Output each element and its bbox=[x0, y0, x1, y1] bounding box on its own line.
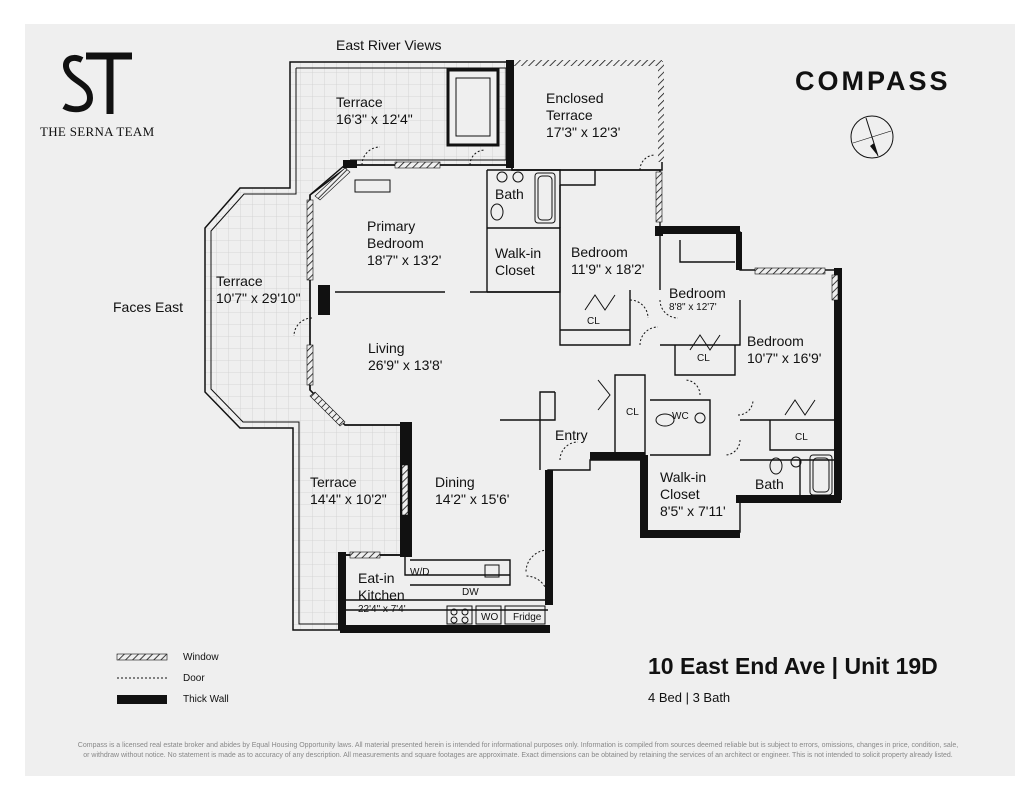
dishwasher-label: DW bbox=[462, 587, 479, 598]
room-name: Dining bbox=[435, 474, 475, 490]
room-name-line2: Closet bbox=[495, 262, 535, 278]
room-bedroom-3: Bedroom 8'8" x 12'7' bbox=[669, 285, 726, 314]
room-name: Eat-in bbox=[358, 570, 395, 586]
closet-label-bedroom-2: CL bbox=[587, 316, 600, 327]
team-name: THE SERNA TEAM bbox=[40, 124, 155, 139]
wc-label: WC bbox=[672, 411, 689, 422]
room-name: Terrace bbox=[336, 94, 383, 110]
room-name-line2: Bedroom bbox=[367, 235, 424, 251]
room-name: Primary bbox=[367, 218, 416, 234]
room-dimensions: 10'7" x 16'9' bbox=[747, 350, 822, 366]
compass-rose-icon bbox=[850, 115, 894, 159]
room-dimensions: 14'2" x 15'6' bbox=[435, 491, 510, 507]
room-dimensions: 17'3" x 12'3' bbox=[546, 124, 621, 140]
legend-thick-wall-label: Thick Wall bbox=[183, 694, 229, 705]
listing-address: 10 East End Ave | Unit 19D bbox=[648, 653, 938, 679]
disclaimer: Compass is a licensed real estate broker… bbox=[70, 741, 966, 761]
faces-east-label: Faces East bbox=[113, 299, 184, 315]
east-river-views-label: East River Views bbox=[336, 37, 442, 53]
room-name: Living bbox=[368, 340, 405, 356]
room-dimensions: 18'7" x 13'2' bbox=[367, 252, 442, 268]
room-name: Terrace bbox=[216, 273, 263, 289]
compass-brand-logo: COMPASS bbox=[795, 66, 951, 96]
room-bath-2: Bath bbox=[755, 476, 784, 492]
room-bedroom-4: Bedroom 10'7" x 16'9' bbox=[747, 333, 821, 367]
room-walkin-closet-primary: Walk-in Closet bbox=[495, 245, 541, 279]
legend-window-swatch bbox=[116, 653, 168, 661]
room-kitchen: Eat-in Kitchen 22'4" x 7'4' bbox=[358, 570, 406, 616]
terrace-area bbox=[204, 61, 513, 631]
room-bath-primary: Bath bbox=[495, 186, 524, 202]
room-enclosed-terrace: Enclosed Terrace 17'3" x 12'3' bbox=[546, 90, 620, 141]
room-dimensions: 11'9" x 18'2' bbox=[571, 261, 645, 277]
room-name: Enclosed bbox=[546, 90, 604, 106]
room-terrace-east: Terrace 10'7" x 29'10" bbox=[216, 273, 301, 307]
legend-door-label: Door bbox=[183, 673, 205, 684]
room-bedroom-2: Bedroom 11'9" x 18'2' bbox=[571, 244, 644, 278]
room-primary-bedroom: Primary Bedroom 18'7" x 13'2' bbox=[367, 218, 441, 269]
room-name-line2: Kitchen bbox=[358, 587, 405, 603]
room-dimensions: 8'5" x 7'11' bbox=[660, 503, 726, 519]
room-entry: Entry bbox=[555, 427, 588, 443]
room-name-line2: Closet bbox=[660, 486, 700, 502]
fridge-label: Fridge bbox=[513, 612, 542, 623]
room-terrace-north: Terrace 16'3" x 12'4" bbox=[336, 94, 413, 128]
room-dimensions: 10'7" x 29'10" bbox=[216, 290, 301, 306]
listing-beds-baths: 4 Bed | 3 Bath bbox=[648, 690, 731, 705]
washer-dryer-label: W/D bbox=[410, 567, 430, 578]
room-dimensions: 16'3" x 12'4" bbox=[336, 111, 413, 127]
legend-thick-wall-swatch bbox=[117, 695, 167, 704]
serna-team-logo-icon bbox=[62, 52, 132, 114]
closet-label-bedroom-4: CL bbox=[795, 432, 808, 443]
room-name: Walk-in bbox=[495, 245, 542, 261]
room-name-line2: Terrace bbox=[546, 107, 593, 123]
closet-label-entry: CL bbox=[626, 407, 639, 418]
room-name: Terrace bbox=[310, 474, 357, 490]
room-dining: Dining 14'2" x 15'6' bbox=[435, 474, 509, 508]
legend-window-label: Window bbox=[183, 652, 219, 663]
room-walkin-closet-2: Walk-in Closet 8'5" x 7'11' bbox=[660, 469, 726, 520]
room-dimensions: 8'8" x 12'7' bbox=[669, 302, 717, 313]
closet-label-bedroom-3: CL bbox=[697, 353, 710, 364]
room-dimensions: 14'4" x 10'2" bbox=[310, 491, 387, 507]
room-name: Walk-in bbox=[660, 469, 707, 485]
room-dimensions: 22'4" x 7'4' bbox=[358, 604, 406, 615]
room-name: Bedroom bbox=[571, 244, 628, 260]
wall-oven-label: WO bbox=[481, 612, 499, 623]
disclaimer-line-2: or withdraw without notice. No statement… bbox=[83, 752, 953, 759]
room-name: Bedroom bbox=[669, 285, 726, 301]
disclaimer-line-1: Compass is a licensed real estate broker… bbox=[77, 742, 959, 749]
room-terrace-south: Terrace 14'4" x 10'2" bbox=[310, 474, 387, 508]
room-living: Living 26'9" x 13'8' bbox=[368, 340, 442, 374]
room-name: Bedroom bbox=[747, 333, 804, 349]
room-dimensions: 26'9" x 13'8' bbox=[368, 357, 443, 373]
